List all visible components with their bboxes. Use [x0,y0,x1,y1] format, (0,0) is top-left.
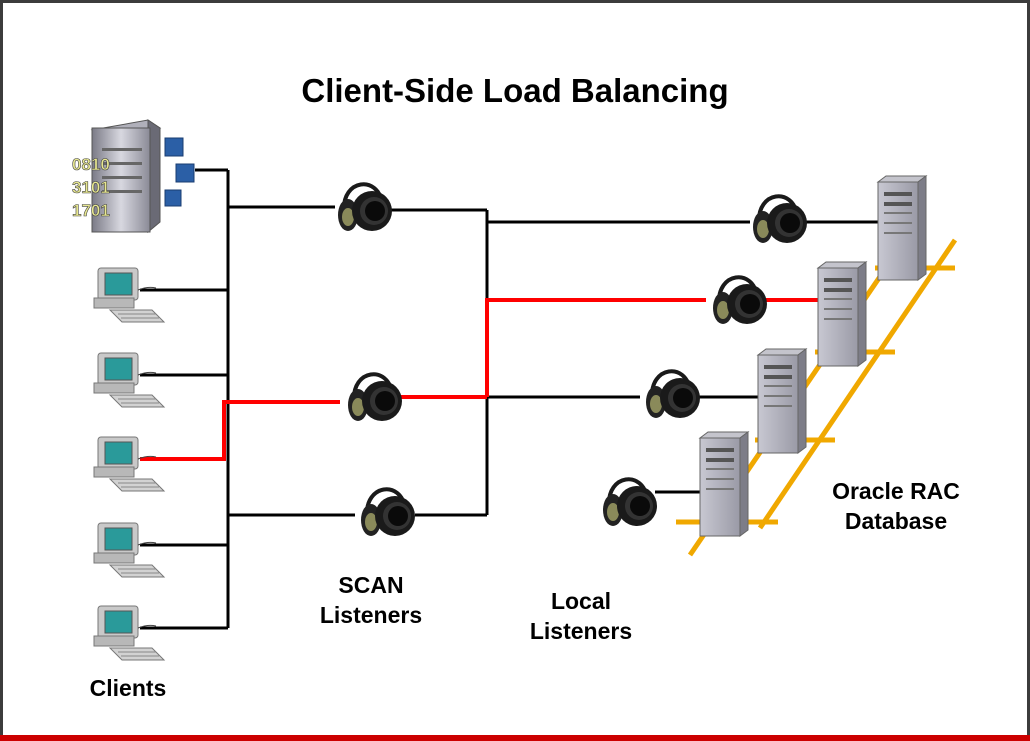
database-server-icon [877,175,927,281]
headphones-icon [601,477,659,528]
clients-label: Clients [89,675,167,701]
headphones-icon [711,275,769,326]
binary-digits-row: 1701 [72,201,110,220]
local-listeners-label: Local Listeners [529,588,633,644]
headphones-icon [751,194,809,245]
bottom-bar [0,735,1030,741]
database-server-icon [699,431,749,537]
highlighted-connection-path [140,298,822,461]
client-computer-icon [93,267,165,323]
client-computer-icon [93,352,165,408]
headphones-icon [346,372,404,423]
client-computer-icon [93,605,165,661]
scan-listeners-label: SCAN Listeners [319,572,423,628]
headphones-icon [336,182,394,233]
binary-digits-row: 3101 [72,178,110,197]
binary-digits-row: 0810 [72,155,110,174]
diagram-title: Client-Side Load Balancing [301,72,729,109]
scan-listeners [336,182,417,538]
oracle-rac-database-label: Oracle RAC Database [832,478,960,534]
database-server-icon [817,261,867,367]
client-computer-icon [93,436,165,492]
database-server-icon [757,348,807,454]
headphones-icon [644,369,702,420]
client-computers [93,267,165,661]
client-computer-icon [93,522,165,578]
binary-digits: 0810 3101 1701 [72,155,110,221]
server-icon [90,119,195,234]
headphones-icon [359,487,417,538]
